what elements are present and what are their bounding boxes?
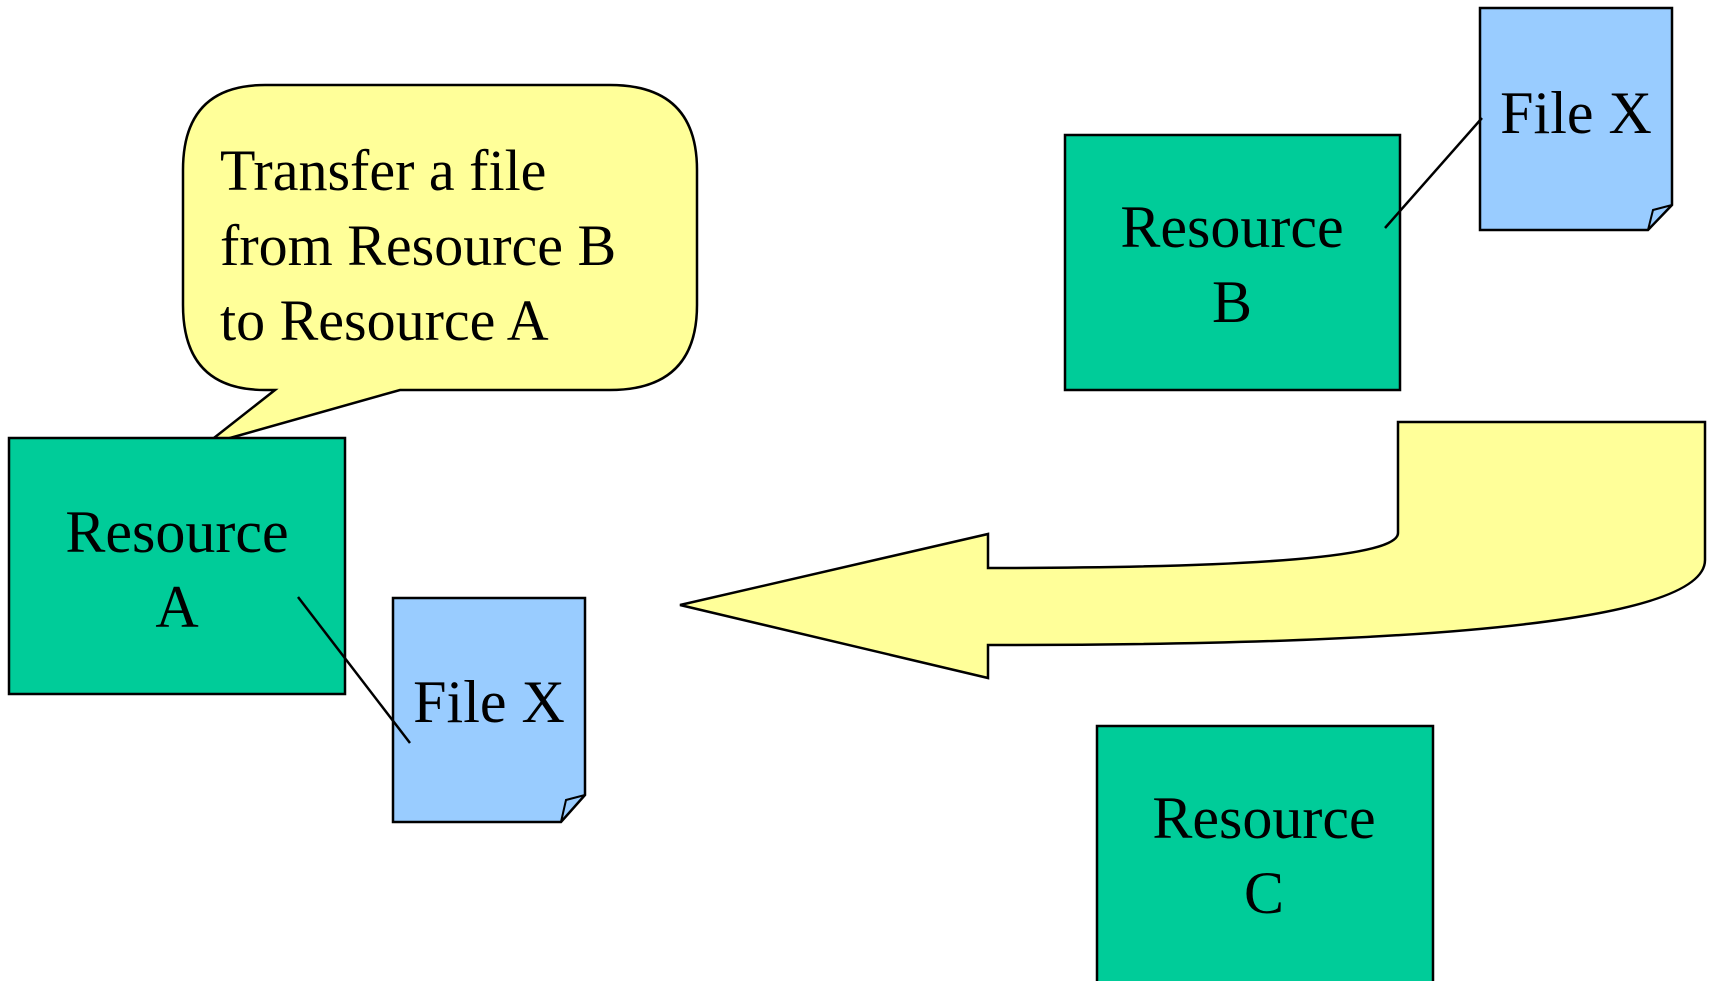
file-a-connector (297, 596, 411, 744)
resource-c-label-line2: C (1244, 860, 1284, 926)
resource-c-box (1095, 724, 1435, 981)
file-b-dog-ear (1647, 204, 1673, 231)
callout-line-1: Transfer a file (220, 138, 546, 203)
resource-c: Resource C (1095, 724, 1435, 981)
resource-a: Resource A (7, 436, 347, 696)
resource-a-box (7, 436, 347, 696)
resource-b-box (1063, 133, 1402, 392)
file-a-dog-ear (560, 794, 586, 823)
callout-line-3: to Resource A (220, 288, 549, 353)
callout-bubble: Transfer a file from Resource B to Resou… (181, 83, 699, 447)
resource-a-label-line1: Resource (65, 499, 288, 565)
file-b-label: File X (1500, 80, 1652, 146)
file-a-label: File X (413, 669, 565, 735)
file-a-page (391, 596, 587, 824)
resource-b-label-line2: B (1212, 269, 1252, 335)
file-a: File X (391, 596, 587, 824)
callout-shape (181, 83, 699, 447)
file-b-page (1478, 6, 1674, 232)
resource-c-label-line1: Resource (1152, 785, 1375, 851)
callout-line-2: from Resource B (220, 213, 616, 278)
transfer-arrow (679, 420, 1707, 680)
file-b: File X (1478, 6, 1674, 232)
file-b-connector (1384, 117, 1483, 229)
resource-a-label-line2: A (155, 574, 198, 640)
resource-b-label-line1: Resource (1120, 194, 1343, 260)
resource-b: Resource B (1063, 133, 1402, 392)
